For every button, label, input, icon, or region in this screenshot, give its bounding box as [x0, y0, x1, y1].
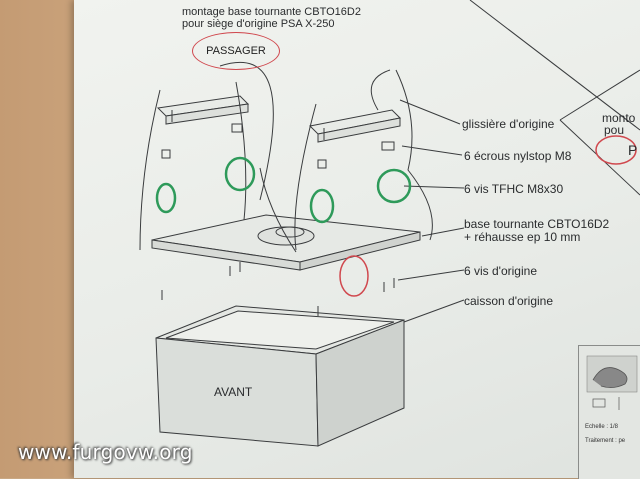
treatment-text: Traitement : pe [585, 438, 626, 444]
header-line-1: montage base tournante CBTO16D2 [182, 6, 361, 18]
callout-swivel-base-1: base tournante CBTO16D2 [464, 217, 610, 231]
partial-text-1: monto [602, 111, 636, 125]
header-line-2: pour siège d'origine PSA X-250 [182, 18, 335, 30]
nut-icon [381, 141, 395, 151]
projection-symbol-icon [592, 397, 620, 410]
highlight-green-screws [155, 182, 177, 214]
nut-icon [231, 123, 243, 133]
highlight-red-partial [595, 135, 637, 165]
logo-icon [586, 355, 638, 393]
right-rail [308, 109, 402, 143]
partial-text-2: pou [604, 123, 625, 137]
callout-tfhc-screws: 6 vis TFHC M8x30 [464, 182, 564, 196]
left-rail [156, 95, 250, 125]
watermark: www.furgovw.org [18, 440, 193, 464]
highlight-green-screws [376, 168, 412, 204]
callout-original-box: caisson d'origine [464, 294, 554, 308]
callout-swivel-base-2: + réhausse ep 10 mm [464, 230, 581, 244]
view-boundary-line [469, 0, 640, 131]
original-box [155, 305, 405, 447]
highlight-green-screws [309, 188, 335, 224]
front-label: AVANT [214, 385, 253, 399]
callout-nylstop-nuts: 6 écrous nylstop M8 [464, 149, 572, 163]
passenger-side-text: PASSAGER [206, 45, 266, 57]
scale-text: Echelle : 1/8 [585, 424, 619, 430]
view-boundary-line [559, 69, 640, 121]
swivel-base-plate [151, 214, 421, 271]
highlight-green-screws [224, 156, 256, 192]
partial-circle-letter: P [628, 142, 638, 158]
nut-icon [317, 159, 327, 169]
callout-original-rail: glissière d'origine [462, 117, 555, 131]
title-block: Echelle : 1/8 Traitement : pe [578, 345, 640, 479]
callout-original-screws: 6 vis d'origine [464, 264, 537, 278]
nut-icon [161, 149, 171, 159]
passenger-side-label: PASSAGER [192, 32, 280, 70]
highlight-red-handle [339, 255, 369, 297]
